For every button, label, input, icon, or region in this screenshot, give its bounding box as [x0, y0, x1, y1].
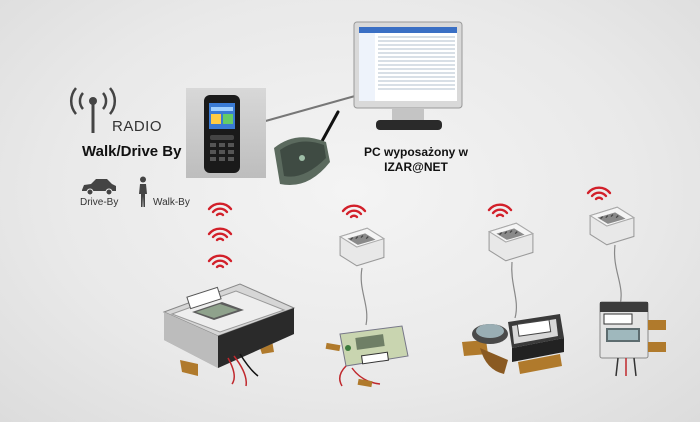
pc-caption-line1: PC wyposażony w: [356, 145, 476, 160]
pc-caption-line2: IZAR@NET: [356, 160, 476, 175]
heat-meter-icon: [158, 272, 298, 390]
radio-wave-icon: [585, 185, 613, 201]
radio-label: RADIO: [112, 118, 162, 135]
walk-by-label: Walk-By: [153, 197, 190, 208]
handheld-terminal-icon: [198, 93, 248, 175]
radio-module-icon: [338, 225, 386, 269]
radio-wave-icon: [340, 203, 368, 219]
pc-monitor-icon: [352, 20, 464, 138]
radio-wave-icon: [206, 201, 234, 217]
radio-receiver-icon: [266, 108, 346, 193]
radio-wave-icon: [206, 253, 234, 269]
radio-module-icon: [588, 205, 636, 247]
drive-by-label: Drive-By: [80, 197, 118, 208]
compact-meter-icon: [596, 296, 672, 380]
pc-caption: PC wyposażony w IZAR@NET: [356, 145, 476, 175]
heat-computer-icon: [322, 322, 412, 400]
radio-module-icon: [487, 220, 535, 264]
car-icon: [80, 178, 118, 196]
walk-drive-title: Walk/Drive By: [82, 143, 182, 160]
water-meter-icon: [456, 304, 568, 384]
radio-wave-icon: [486, 202, 514, 218]
walker-icon: [135, 176, 151, 208]
radio-module-cable-2: [361, 268, 367, 325]
radio-wave-icon: [206, 226, 234, 242]
